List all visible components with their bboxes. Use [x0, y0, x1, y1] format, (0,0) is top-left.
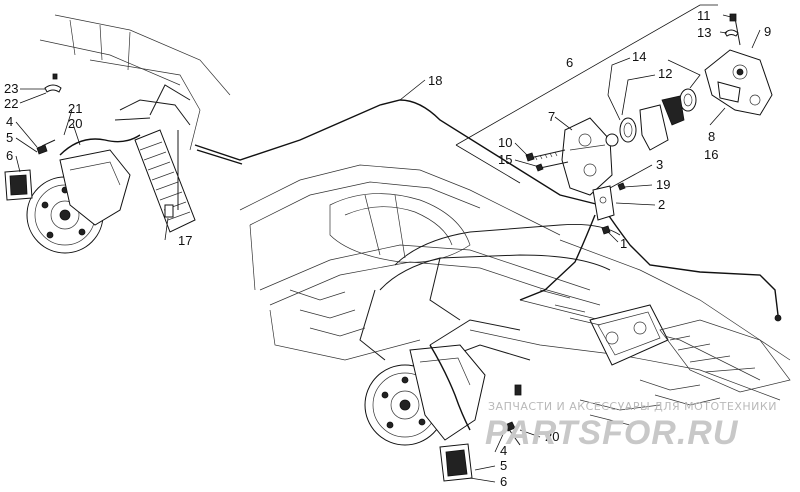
callout-labels: 23 22 21 20 4 5 6 17 18 6 7 10 15 14 12 … [4, 8, 771, 489]
callout-3: 3 [656, 157, 663, 172]
callout-5-front: 5 [500, 458, 507, 473]
callout-11: 11 [697, 8, 711, 23]
callout-9: 9 [764, 24, 771, 39]
rear-hub-assembly [4, 14, 231, 254]
front-hub-assembly [364, 344, 522, 482]
callout-6-front: 6 [500, 474, 507, 489]
callout-18: 18 [428, 73, 442, 88]
callout-17: 17 [178, 233, 192, 248]
callout-6-bracket: 6 [566, 55, 573, 70]
callout-14: 14 [632, 49, 646, 64]
callout-13: 13 [697, 25, 711, 40]
watermark-logo: PARTSFOR.RU [485, 414, 739, 452]
callout-23: 23 [4, 81, 18, 96]
callout-4-rear: 4 [6, 114, 13, 129]
callout-2: 2 [658, 197, 665, 212]
callout-20-front: 20 [545, 429, 559, 444]
atv-frame-illustration [239, 164, 791, 426]
callout-4-front: 4 [500, 443, 507, 458]
brake-lines [194, 99, 782, 322]
callout-1: 1 [620, 236, 627, 251]
master-cylinder-exploded-view [455, 4, 773, 235]
callout-19: 19 [656, 177, 670, 192]
callout-22: 22 [4, 96, 18, 111]
callout-20-rear: 20 [68, 116, 82, 131]
leader-lines [15, 14, 761, 483]
callout-10: 10 [498, 135, 512, 150]
callout-7: 7 [548, 109, 555, 124]
callout-12: 12 [658, 66, 672, 81]
callout-16: 16 [704, 147, 718, 162]
callout-15: 15 [498, 152, 512, 167]
watermark: ЗАПЧАСТИ И АКСЕССУАРЫ ДЛЯ МОТОТЕХНИКИ PA… [485, 400, 777, 452]
callout-21: 21 [68, 101, 82, 116]
watermark-tagline: ЗАПЧАСТИ И АКСЕССУАРЫ ДЛЯ МОТОТЕХНИКИ [488, 400, 777, 413]
callout-5-rear: 5 [6, 130, 13, 145]
callout-8: 8 [708, 129, 715, 144]
callout-6-rear: 6 [6, 148, 13, 163]
